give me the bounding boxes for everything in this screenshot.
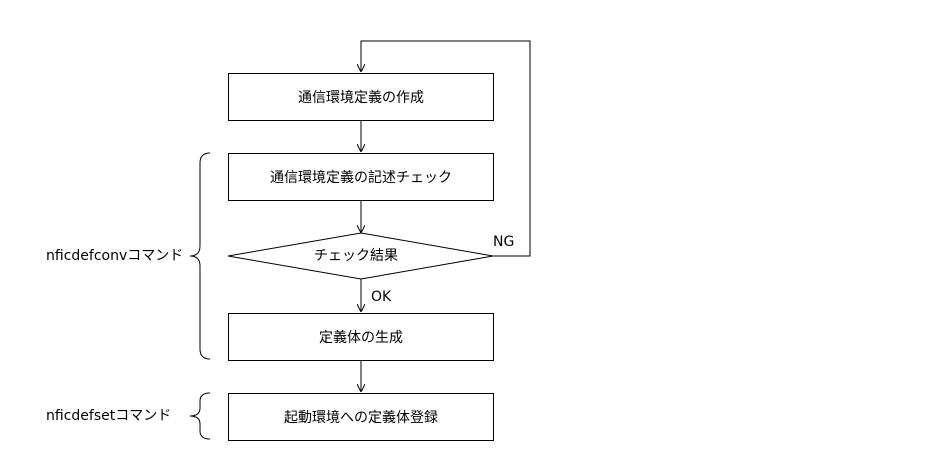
step-register-label: 起動環境への定義体登録 [284,410,438,426]
command-set-label: nficdefsetコマンド [46,408,172,424]
step-create-box: 通信環境定義の作成 [228,73,494,121]
brace-conv [189,152,211,360]
brace-set [189,392,211,440]
command-conv-label: nficdefconvコマンド [46,248,184,264]
step-generate-label: 定義体の生成 [319,330,403,346]
decision-diamond [227,232,494,280]
step-create-label: 通信環境定義の作成 [298,90,424,106]
step-check-box: 通信環境定義の記述チェック [228,153,494,201]
ng-loop-line [361,40,531,257]
ng-label: NG [493,234,515,250]
step-register-box: 起動環境への定義体登録 [228,393,494,441]
step-check-label: 通信環境定義の記述チェック [270,170,452,186]
step-generate-box: 定義体の生成 [228,313,494,361]
ok-label: OK [371,289,392,305]
decision-label: チェック結果 [314,248,398,264]
